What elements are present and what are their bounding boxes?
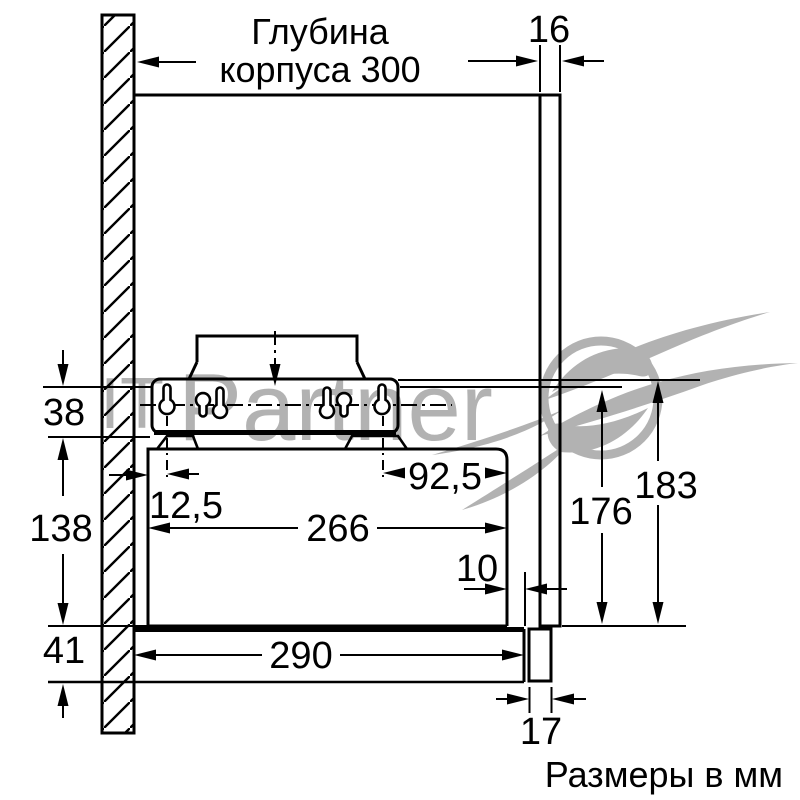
arrow-left-icon (167, 468, 189, 480)
arrow-right-icon (126, 469, 148, 481)
dim-door-16: 16 (528, 9, 604, 67)
arrow-right-icon (485, 522, 507, 534)
dim-176: 176 (569, 390, 633, 624)
dim-10: 10 (456, 548, 567, 595)
arrow-down-icon (57, 364, 69, 386)
watermark: IT Partner (100, 312, 798, 510)
dim-176-label: 176 (569, 491, 632, 533)
arrow-left-icon (552, 693, 574, 705)
dim-266: 266 (148, 508, 507, 550)
title-line1: Глубина (251, 11, 389, 52)
dim-41-label: 41 (43, 630, 85, 672)
arrow-up-icon (596, 390, 608, 412)
arrow-down-icon (596, 602, 608, 624)
duct-centerline (269, 331, 281, 386)
dim-92-5: 92,5 (383, 456, 507, 498)
keyhole-pair-left-b (211, 386, 229, 420)
units-note: Размеры в мм (545, 754, 783, 795)
plate-foot-left (155, 434, 200, 450)
hood-body (146, 447, 509, 628)
mounting-plate (140, 377, 452, 450)
dim-38: 38 (43, 350, 85, 434)
arrow-right-icon (502, 649, 524, 661)
dim-10-label: 10 (456, 548, 498, 590)
wall-section (100, 13, 136, 735)
arrow-left-icon (148, 522, 170, 534)
keyhole-left-end (158, 383, 176, 416)
dim-17-label: 17 (520, 711, 562, 753)
arrow-right-icon (485, 467, 507, 479)
dim-12-5-label: 12,5 (149, 485, 223, 527)
duct-collar (187, 334, 367, 380)
title-line2: корпуса 300 (219, 49, 420, 90)
dim-138-label: 138 (29, 508, 92, 550)
arrow-left-icon (134, 649, 156, 661)
duct-collar-outline (187, 334, 367, 380)
arrow-down-icon (652, 602, 664, 624)
watermark-partner-text: Partner (178, 354, 493, 461)
arrow-up-icon (57, 684, 69, 706)
dim-183: 183 (634, 381, 698, 624)
cabinet (134, 93, 562, 628)
dim-17: 17 (496, 693, 586, 753)
arrow-right-icon (507, 693, 529, 705)
arrow-left-icon (562, 55, 584, 67)
dim-138: 138 (29, 438, 93, 625)
dim-290: 290 (134, 635, 524, 677)
keyhole-pair-right-a (318, 386, 336, 420)
arrow-up-icon (57, 438, 69, 460)
dim-12-5: 12,5 (109, 468, 223, 527)
dim-290-label: 290 (269, 635, 332, 677)
keyholes (158, 383, 391, 420)
keyhole-pair-left-a (194, 391, 212, 418)
plate-foot-right (343, 434, 409, 450)
arrow-right-icon (485, 583, 507, 595)
keyhole-right-end (373, 383, 391, 416)
arrow-right-icon (516, 55, 538, 67)
arrow-left-icon (525, 583, 547, 595)
dim-266-label: 266 (306, 508, 369, 550)
dim-41: 41 (43, 630, 85, 718)
dim-92-5-label: 92,5 (408, 456, 482, 498)
plate-feet (155, 434, 409, 450)
cabinet-door-panel (538, 93, 562, 628)
arrow-left-icon (137, 56, 159, 68)
hood-body-outline (146, 447, 509, 626)
dim-38-label: 38 (43, 392, 85, 434)
pullout-visor (48, 627, 553, 684)
keyhole-pair-right-b (335, 391, 353, 418)
watermark-swoosh-upper-tail (545, 312, 770, 400)
arrow-left-icon (383, 467, 405, 479)
dim-16-label: 16 (528, 9, 570, 51)
dim-183-label: 183 (634, 465, 697, 507)
watermark-swoosh-lower-blob (547, 408, 648, 453)
arrow-up-icon (652, 381, 664, 403)
dim-cabinet-depth: Глубина корпуса 300 (137, 11, 538, 90)
extension-lines (43, 45, 700, 713)
wall-hatch (102, 15, 134, 733)
wall-outline (100, 13, 136, 735)
visor-front-panel (527, 627, 553, 683)
watermark-swoosh-upper-blob (552, 348, 653, 392)
duct-centerline-arrow-icon (269, 364, 281, 386)
arrow-down-icon (57, 603, 69, 625)
